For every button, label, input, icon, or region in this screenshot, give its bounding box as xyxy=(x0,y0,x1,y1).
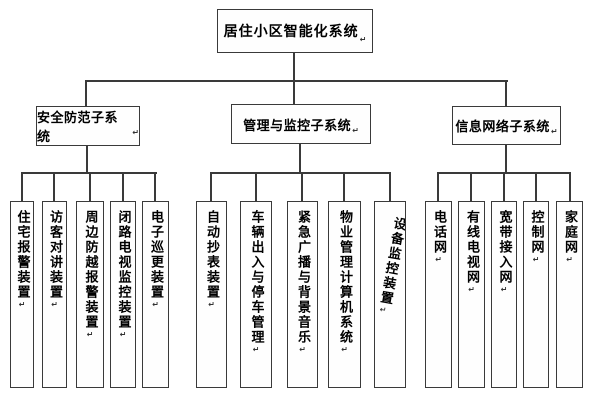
paragraph-mark: ↵ xyxy=(298,345,307,354)
branch-node-security: 安全防范子系统 ↵ xyxy=(36,106,140,146)
branch-label: 管理与监控子系统 xyxy=(243,118,352,134)
connector-line xyxy=(89,172,91,202)
connector-line xyxy=(154,172,156,202)
connector-line xyxy=(122,172,124,202)
leaf-label: 紧急广播与背景音乐 xyxy=(295,210,310,345)
connector-line xyxy=(21,172,23,202)
connector-line xyxy=(535,172,537,202)
leaf-label: 宽带接入网 xyxy=(496,210,512,285)
paragraph-mark: ↵ xyxy=(565,255,574,264)
paragraph-mark: ↵ xyxy=(151,300,160,309)
leaf-node: 电子巡更装置↵ xyxy=(142,201,169,388)
connector-line xyxy=(470,172,472,202)
leaf-label: 电话网 xyxy=(431,210,446,255)
connector-line xyxy=(343,172,345,202)
paragraph-mark: ↵ xyxy=(50,300,59,309)
leaf-label: 设备监控装置 xyxy=(375,215,406,307)
leaf-label: 控制网 xyxy=(528,210,544,255)
leaf-label: 物业管理计算机系统 xyxy=(337,210,352,345)
leaf-label: 有线电视网 xyxy=(464,210,479,285)
leaf-label: 周边防越报警装置 xyxy=(82,210,98,330)
paragraph-mark: ↵ xyxy=(118,330,128,339)
paragraph-mark: ↵ xyxy=(531,255,541,264)
leaf-label: 车辆出入与停车管理 xyxy=(248,210,264,345)
leaf-label: 闭路电视监控装置 xyxy=(115,210,131,330)
leaf-node: 周边防越报警装置↵ xyxy=(76,201,104,388)
connector-line xyxy=(85,80,87,107)
connector-line xyxy=(210,172,391,174)
leaf-label: 住宅报警装置 xyxy=(14,210,30,300)
paragraph-mark: ↵ xyxy=(251,345,261,354)
leaf-node: 访客对讲装置↵ xyxy=(42,201,67,388)
connector-line xyxy=(293,80,295,105)
paragraph-mark: ↵ xyxy=(550,127,558,136)
paragraph-mark: ↵ xyxy=(207,300,216,309)
paragraph-mark: ↵ xyxy=(132,128,139,137)
connector-line xyxy=(210,172,212,202)
paragraph-mark: ↵ xyxy=(467,285,476,294)
leaf-node: 紧急广播与背景音乐↵ xyxy=(287,201,318,388)
paragraph-mark: ↵ xyxy=(340,345,349,354)
leaf-label: 访客对讲装置 xyxy=(47,210,62,300)
connector-line xyxy=(301,172,303,202)
leaf-label: 电子巡更装置 xyxy=(148,210,163,300)
branch-label: 信息网络子系统 xyxy=(455,120,550,135)
leaf-node: 宽带接入网↵ xyxy=(491,201,517,388)
leaf-node: 物业管理计算机系统↵ xyxy=(328,201,361,388)
root-node: 居住小区智能化系统↵ xyxy=(217,9,373,53)
leaf-node: 设备监控装置↵ xyxy=(374,201,406,388)
paragraph-mark: ↵ xyxy=(17,300,27,309)
paragraph-mark: ↵ xyxy=(359,35,367,44)
leaf-label: 家庭网 xyxy=(562,210,577,255)
connector-line xyxy=(389,172,391,202)
connector-line xyxy=(299,142,301,174)
leaf-node: 住宅报警装置↵ xyxy=(10,201,34,388)
connector-line xyxy=(53,172,55,202)
connector-line xyxy=(437,172,439,202)
leaf-node: 闭路电视监控装置↵ xyxy=(110,201,136,388)
branch-label: 安全防范子系统 xyxy=(37,111,119,145)
branch-node-network: 信息网络子系统↵ xyxy=(452,106,561,145)
paragraph-mark: ↵ xyxy=(499,285,509,294)
connector-line xyxy=(86,144,88,174)
connector-line xyxy=(569,172,571,202)
leaf-node: 自动抄表装置↵ xyxy=(196,201,227,388)
connector-line xyxy=(503,172,505,202)
paragraph-mark: ↵ xyxy=(85,330,95,339)
connector-line xyxy=(255,172,257,202)
connector-line xyxy=(293,52,295,82)
leaf-node: 家庭网↵ xyxy=(556,201,583,388)
connector-line xyxy=(505,80,507,107)
paragraph-mark: ↵ xyxy=(377,304,388,316)
leaf-node: 电话网↵ xyxy=(425,201,452,388)
connector-line xyxy=(85,80,508,82)
paragraph-mark: ↵ xyxy=(434,255,443,264)
leaf-node: 有线电视网↵ xyxy=(458,201,485,388)
leaf-node: 控制网↵ xyxy=(523,201,549,388)
leaf-label: 自动抄表装置 xyxy=(204,210,219,300)
connector-line xyxy=(505,143,507,174)
leaf-node: 车辆出入与停车管理↵ xyxy=(240,201,272,388)
paragraph-mark: ↵ xyxy=(352,126,359,135)
root-label: 居住小区智能化系统 xyxy=(223,24,359,40)
branch-node-management: 管理与监控子系统↵ xyxy=(231,104,371,144)
